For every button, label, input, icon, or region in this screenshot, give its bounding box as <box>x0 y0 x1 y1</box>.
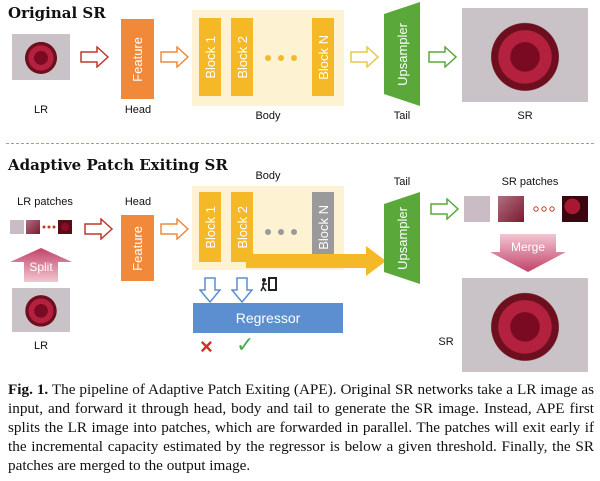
caption-text: The pipeline of Adaptive Patch Exiting (… <box>8 381 594 474</box>
body-label: Body <box>255 110 281 122</box>
body-label-bottom: Body <box>255 170 281 182</box>
block-n-text: Block N <box>315 34 331 80</box>
upsampler-text-bottom: Upsampler <box>394 206 410 270</box>
check-mark-icon: ✓ <box>236 332 255 357</box>
merge-arrow <box>490 234 566 272</box>
early-exit-arrow <box>246 246 386 276</box>
arrow-block2-to-regressor <box>231 277 253 303</box>
section-divider <box>6 143 594 144</box>
arrow-tail-to-sr <box>428 46 458 68</box>
split-arrow <box>10 248 72 282</box>
block-2-bottom-text: Block 2 <box>234 205 250 249</box>
tail-label-bottom: Tail <box>393 176 411 188</box>
sr-patch-n <box>562 196 588 222</box>
regressor-box: Regressor <box>193 303 343 333</box>
block-2: Block 2 <box>231 18 253 96</box>
lr-label: LR <box>33 104 49 116</box>
ellipsis-dots-gray <box>265 229 297 235</box>
sr-patches-label: SR patches <box>501 176 559 188</box>
feature-head-box-bottom: Feature <box>121 215 154 281</box>
upsampler-trapezoid-bottom <box>384 192 420 284</box>
lr-patch-2 <box>26 220 40 234</box>
arrow-head-to-body <box>160 46 190 68</box>
block-1: Block 1 <box>199 18 221 96</box>
arrow-lr-to-head <box>80 46 110 68</box>
block-2-text: Block 2 <box>234 35 250 79</box>
lr-patch-n <box>58 220 72 234</box>
block-n: Block N <box>312 18 334 96</box>
arrow-head-to-body-bottom <box>160 218 190 240</box>
figure-caption: Fig. 1. The pipeline of Adaptive Patch E… <box>8 380 594 475</box>
lr-image-bottom <box>12 288 70 332</box>
exit-sign-icon <box>260 277 277 292</box>
block-2-bottom: Block 2 <box>231 192 253 262</box>
upsampler-text: Upsampler <box>394 22 410 86</box>
sr-patch-ellipsis <box>533 206 555 212</box>
feature-text-bottom: Feature <box>130 225 145 271</box>
sr-label-bottom: SR <box>438 336 454 348</box>
block-1-bottom-text: Block 1 <box>202 205 218 249</box>
arrow-block1-to-regressor <box>199 277 221 303</box>
arrow-patches-to-head <box>84 218 114 240</box>
cross-mark-icon: × <box>200 334 213 359</box>
block-1-bottom: Block 1 <box>199 192 221 262</box>
section-title-ape: Adaptive Patch Exiting SR <box>8 156 228 174</box>
head-label: Head <box>124 104 152 116</box>
sr-image-bottom <box>462 278 588 372</box>
sr-patch-1 <box>464 196 490 222</box>
feature-head-box: Feature <box>121 19 154 99</box>
arrow-tail-to-patches <box>430 198 460 220</box>
ellipsis-dots <box>265 55 297 61</box>
figure-label: Fig. 1. <box>8 381 49 398</box>
patch-ellipsis <box>42 225 56 229</box>
merge-text: Merge <box>510 240 545 254</box>
block-n-bottom: Block N <box>312 192 334 262</box>
arrow-body-to-tail <box>350 46 380 68</box>
block-1-text: Block 1 <box>202 35 218 79</box>
lr-patch-1 <box>10 220 24 234</box>
lr-label-bottom: LR <box>33 340 49 352</box>
upsampler-label-box-bottom: Upsampler <box>384 192 420 284</box>
upsampler-label-box: Upsampler <box>384 2 420 106</box>
sr-image <box>462 8 588 102</box>
regressor-text: Regressor <box>235 310 301 326</box>
sr-patch-2 <box>498 196 524 222</box>
upsampler-trapezoid <box>384 2 420 106</box>
feature-text: Feature <box>130 36 145 82</box>
lr-image <box>12 34 70 80</box>
sr-label: SR <box>517 110 533 122</box>
section-title-original: Original SR <box>8 4 106 22</box>
lr-patches-label: LR patches <box>17 196 73 208</box>
head-label-bottom: Head <box>124 196 152 208</box>
block-n-bottom-text: Block N <box>315 204 331 250</box>
split-text: Split <box>29 260 53 274</box>
tail-label: Tail <box>393 110 411 122</box>
